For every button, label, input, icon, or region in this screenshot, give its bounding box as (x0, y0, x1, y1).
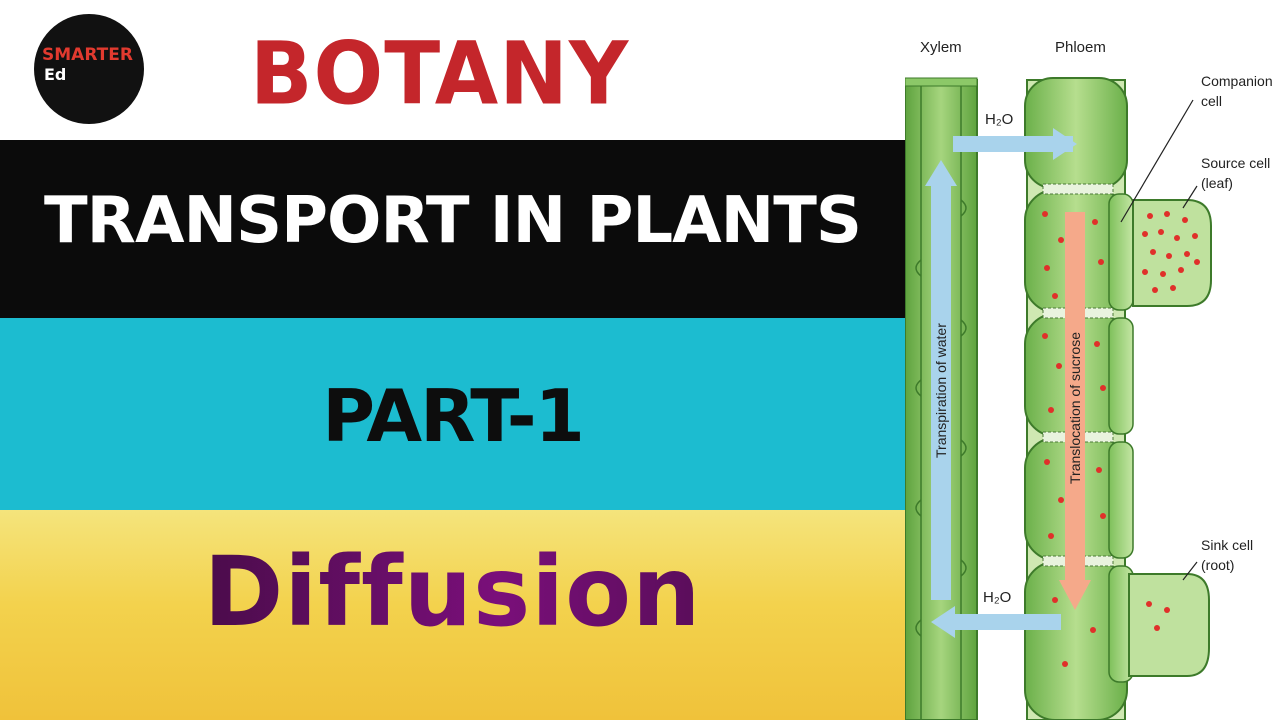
water-arrow: Transpiration of water (925, 160, 957, 600)
h2o-bottom-label: H₂O (983, 589, 1011, 606)
sink-label-1: Sink cell (1201, 537, 1253, 553)
logo-line1: SMARTER (42, 45, 133, 65)
smarter-ed-logo: SMARTER Ed (34, 14, 144, 124)
companion-cells (1108, 193, 1134, 683)
sink-label-2: (root) (1201, 557, 1234, 573)
topic-title: TRANSPORT IN PLANTS (44, 184, 862, 258)
xylem-phloem-diagram: Transpiration of water Translocation of … (904, 0, 1280, 721)
part-band (0, 318, 905, 510)
water-arrow-label: Transpiration of water (933, 323, 949, 458)
companion-label-1: Companion (1201, 73, 1273, 89)
sink-leader-line (1182, 561, 1198, 581)
topic-band (0, 140, 905, 318)
h2o-arrow-bottom: H₂O (931, 589, 1061, 638)
source-label-1: Source cell (1201, 155, 1270, 171)
phloem-label: Phloem (1055, 39, 1106, 56)
source-leader-line (1182, 185, 1198, 209)
header: SMARTER Ed BOTANY (0, 0, 905, 140)
logo-line2: Ed (44, 65, 67, 84)
lesson-band (0, 510, 905, 720)
diagram-svg: Transpiration of water Translocation of … (904, 39, 1273, 721)
sucrose-arrow: Translocation of sucrose (1059, 212, 1091, 610)
source-label-2: (leaf) (1201, 175, 1233, 191)
sink-cell (1128, 573, 1210, 677)
title-panel: SMARTER Ed BOTANY TRANSPORT IN PLANTS PA… (0, 0, 905, 720)
sucrose-dots (1042, 211, 1106, 667)
part-title: PART-1 (322, 374, 585, 458)
source-cell (1132, 199, 1212, 307)
sucrose-arrow-label: Translocation of sucrose (1067, 332, 1083, 484)
lesson-title: Diffusion (0, 539, 905, 646)
companion-label-2: cell (1201, 93, 1222, 109)
companion-leader-line (1120, 99, 1194, 223)
h2o-arrow-top: H₂O (953, 111, 1077, 160)
h2o-top-label: H₂O (985, 111, 1013, 128)
xylem-label: Xylem (920, 39, 962, 56)
subject-title: BOTANY (250, 24, 630, 125)
